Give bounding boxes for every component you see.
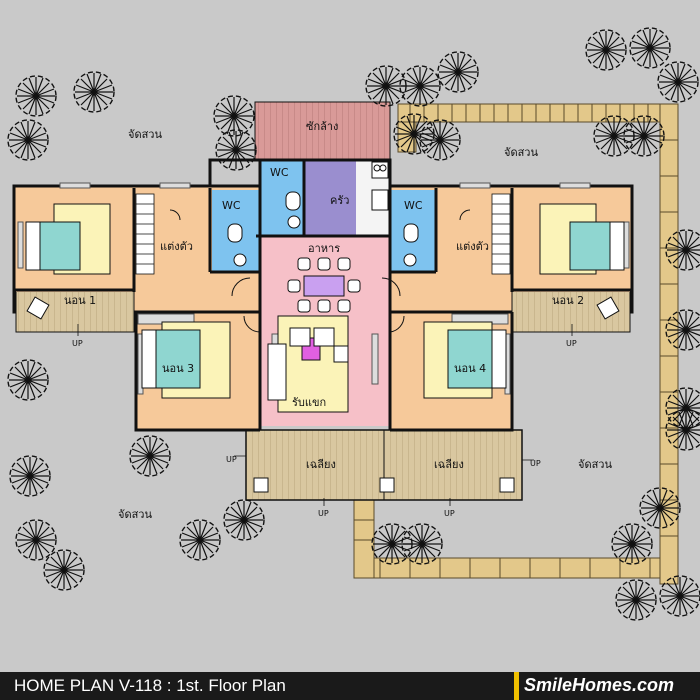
label-bedroom-2: นอน 2 xyxy=(552,294,584,307)
label-garden-top-right: จัดสวน xyxy=(504,146,538,159)
label-dressing-right: แต่งตัว xyxy=(456,240,489,253)
label-garden-top-left: จัดสวน xyxy=(128,128,162,141)
room-kitchen xyxy=(304,160,356,236)
label-kitchen: ครัว xyxy=(330,194,349,207)
bed-2 xyxy=(539,203,625,275)
label-bedroom-4: นอน 4 xyxy=(454,362,486,375)
brand-logo-text: SmileHomes.com xyxy=(524,675,675,695)
bed-1 xyxy=(25,203,111,275)
living-set xyxy=(267,315,349,413)
up-marker-left-porch: UP xyxy=(72,339,83,348)
label-wc-right: WC xyxy=(404,199,423,212)
label-dining: อาหาร xyxy=(308,242,340,255)
up-marker-terrace-right: UP xyxy=(530,459,541,468)
up-marker-front-right: UP xyxy=(444,509,455,518)
label-garden-bottom-left: จัดสวน xyxy=(118,508,152,521)
up-marker-front-left: UP xyxy=(318,509,329,518)
label-bedroom-1: นอน 1 xyxy=(64,294,96,307)
label-terrace-right: เฉลียง xyxy=(434,458,464,471)
plan-title: HOME PLAN V-118 : 1st. Floor Plan xyxy=(14,676,286,695)
garden-fence xyxy=(353,103,679,585)
footer-bar: HOME PLAN V-118 : 1st. Floor Plan SmileH… xyxy=(0,672,700,700)
floor-plan: จัดสวน จัดสวน จัดสวน จัดสวน ซักล้าง WC W… xyxy=(7,27,700,621)
label-wc-center: WC xyxy=(270,166,289,179)
bed-4 xyxy=(423,321,507,399)
label-wc-left: WC xyxy=(222,199,241,212)
dining-table xyxy=(287,257,361,313)
label-laundry: ซักล้าง xyxy=(306,120,338,133)
bed-3 xyxy=(141,321,231,399)
footer-accent-divider xyxy=(514,672,519,700)
label-dressing-left: แต่งตัว xyxy=(160,240,193,253)
walls xyxy=(12,158,634,432)
label-bedroom-3: นอน 3 xyxy=(162,362,194,375)
laundry-area xyxy=(254,101,391,161)
label-terrace-left: เฉลียง xyxy=(306,458,336,471)
label-living: รับแขก xyxy=(292,396,326,409)
up-marker-right-porch: UP xyxy=(566,339,577,348)
label-garden-bottom-right: จัดสวน xyxy=(578,458,612,471)
up-marker-terrace-left: UP xyxy=(226,455,237,464)
